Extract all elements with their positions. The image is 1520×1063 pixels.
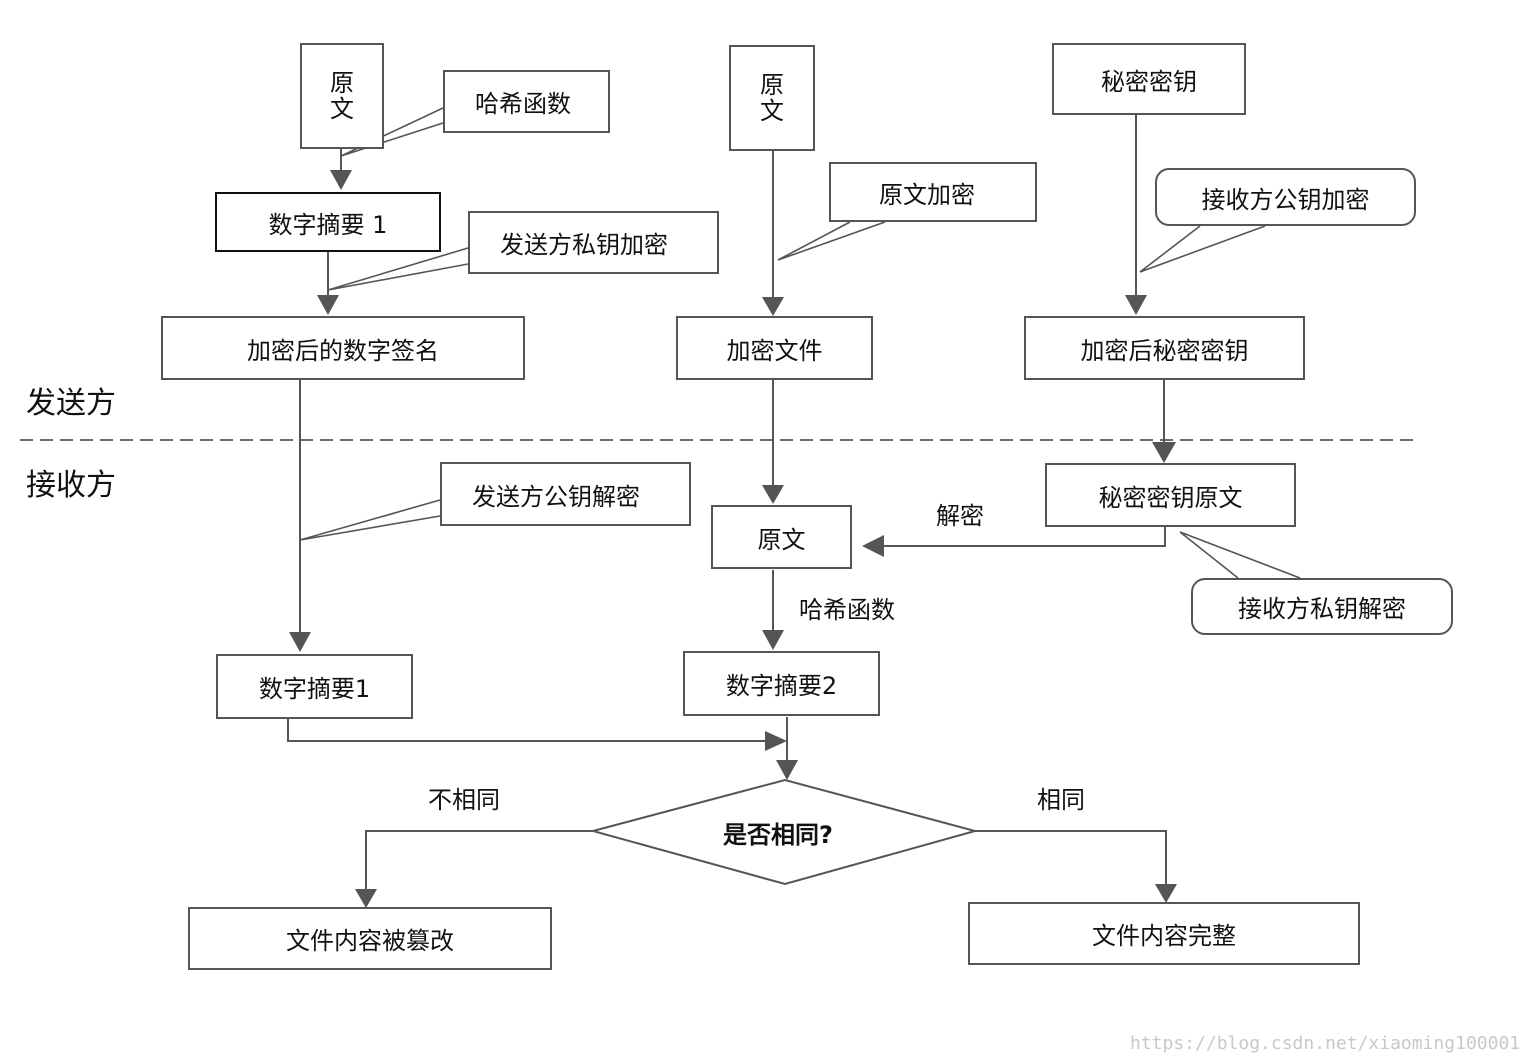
arrowhead-signature xyxy=(317,295,339,315)
arrowhead-original xyxy=(762,485,784,504)
hash-callout-pointer xyxy=(340,107,444,157)
file-tampered-box: 文件内容被篡改 xyxy=(188,907,552,970)
arrowhead-key-plain xyxy=(1152,442,1176,463)
original-text-box-2: 原文 xyxy=(729,45,815,151)
decision-label: 是否相同? xyxy=(723,821,833,849)
encrypt-original-callout: 原文加密 xyxy=(829,162,1037,222)
encrypted-file-box: 加密文件 xyxy=(676,316,873,380)
hash-function-label: 哈希函数 xyxy=(799,596,895,624)
secret-key-plain-box: 秘密密钥原文 xyxy=(1045,463,1296,527)
digest-2-box: 数字摘要2 xyxy=(683,651,880,716)
digest-1-box: 数字摘要 1 xyxy=(215,192,441,252)
sender-pubkey-callout-pointer xyxy=(299,499,441,541)
connector-decision-to-tampered xyxy=(365,830,593,890)
digest-1-recv-box: 数字摘要1 xyxy=(216,654,413,719)
connector-digest1-to-compare xyxy=(287,719,765,742)
arrowhead-digest1-recv xyxy=(289,632,311,652)
arrowhead-original-from-key xyxy=(862,535,884,557)
arrowhead-encrypted-file xyxy=(762,297,784,316)
original-text-box-recv: 原文 xyxy=(711,505,852,569)
recv-privkey-callout-pointer xyxy=(1179,531,1301,579)
receiver-pubkey-callout: 接收方公钥加密 xyxy=(1155,168,1416,226)
watermark: https://blog.csdn.net/xiaoming100001 xyxy=(1130,1033,1520,1054)
sender-pubkey-decrypt-callout: 发送方公钥解密 xyxy=(440,462,691,526)
encrypt-callout-pointer xyxy=(777,221,886,261)
pubkey-callout-pointer xyxy=(1139,225,1266,273)
arrowhead-compare xyxy=(765,731,787,751)
sender-privkey-callout: 发送方私钥加密 xyxy=(468,211,719,274)
connector-decision-to-intact xyxy=(975,830,1167,885)
decision-diamond xyxy=(589,778,979,886)
secret-key-box: 秘密密钥 xyxy=(1052,43,1246,115)
arrowhead-tampered xyxy=(355,889,377,908)
arrowhead-decision xyxy=(776,760,798,780)
sender-side-label: 发送方 xyxy=(26,386,116,421)
arrowhead-digest2 xyxy=(762,630,784,650)
decrypt-label: 解密 xyxy=(936,502,984,530)
encrypted-key-box: 加密后秘密密钥 xyxy=(1024,316,1305,380)
receiver-side-label: 接收方 xyxy=(26,468,116,503)
arrowhead-encrypted-key xyxy=(1125,295,1147,315)
arrowhead-intact xyxy=(1155,884,1177,903)
privkey-callout-pointer xyxy=(327,247,469,291)
signed-digest-box: 加密后的数字签名 xyxy=(161,316,525,380)
same-label: 相同 xyxy=(1037,786,1085,814)
file-intact-box: 文件内容完整 xyxy=(968,902,1360,965)
arrowhead-digest1 xyxy=(330,170,352,190)
original-text-box-1: 原文 xyxy=(300,43,384,149)
hash-function-callout: 哈希函数 xyxy=(443,70,610,133)
not-same-label: 不相同 xyxy=(428,786,500,814)
connector-key-plain-to-original xyxy=(884,527,1166,547)
receiver-privkey-callout: 接收方私钥解密 xyxy=(1191,578,1453,635)
